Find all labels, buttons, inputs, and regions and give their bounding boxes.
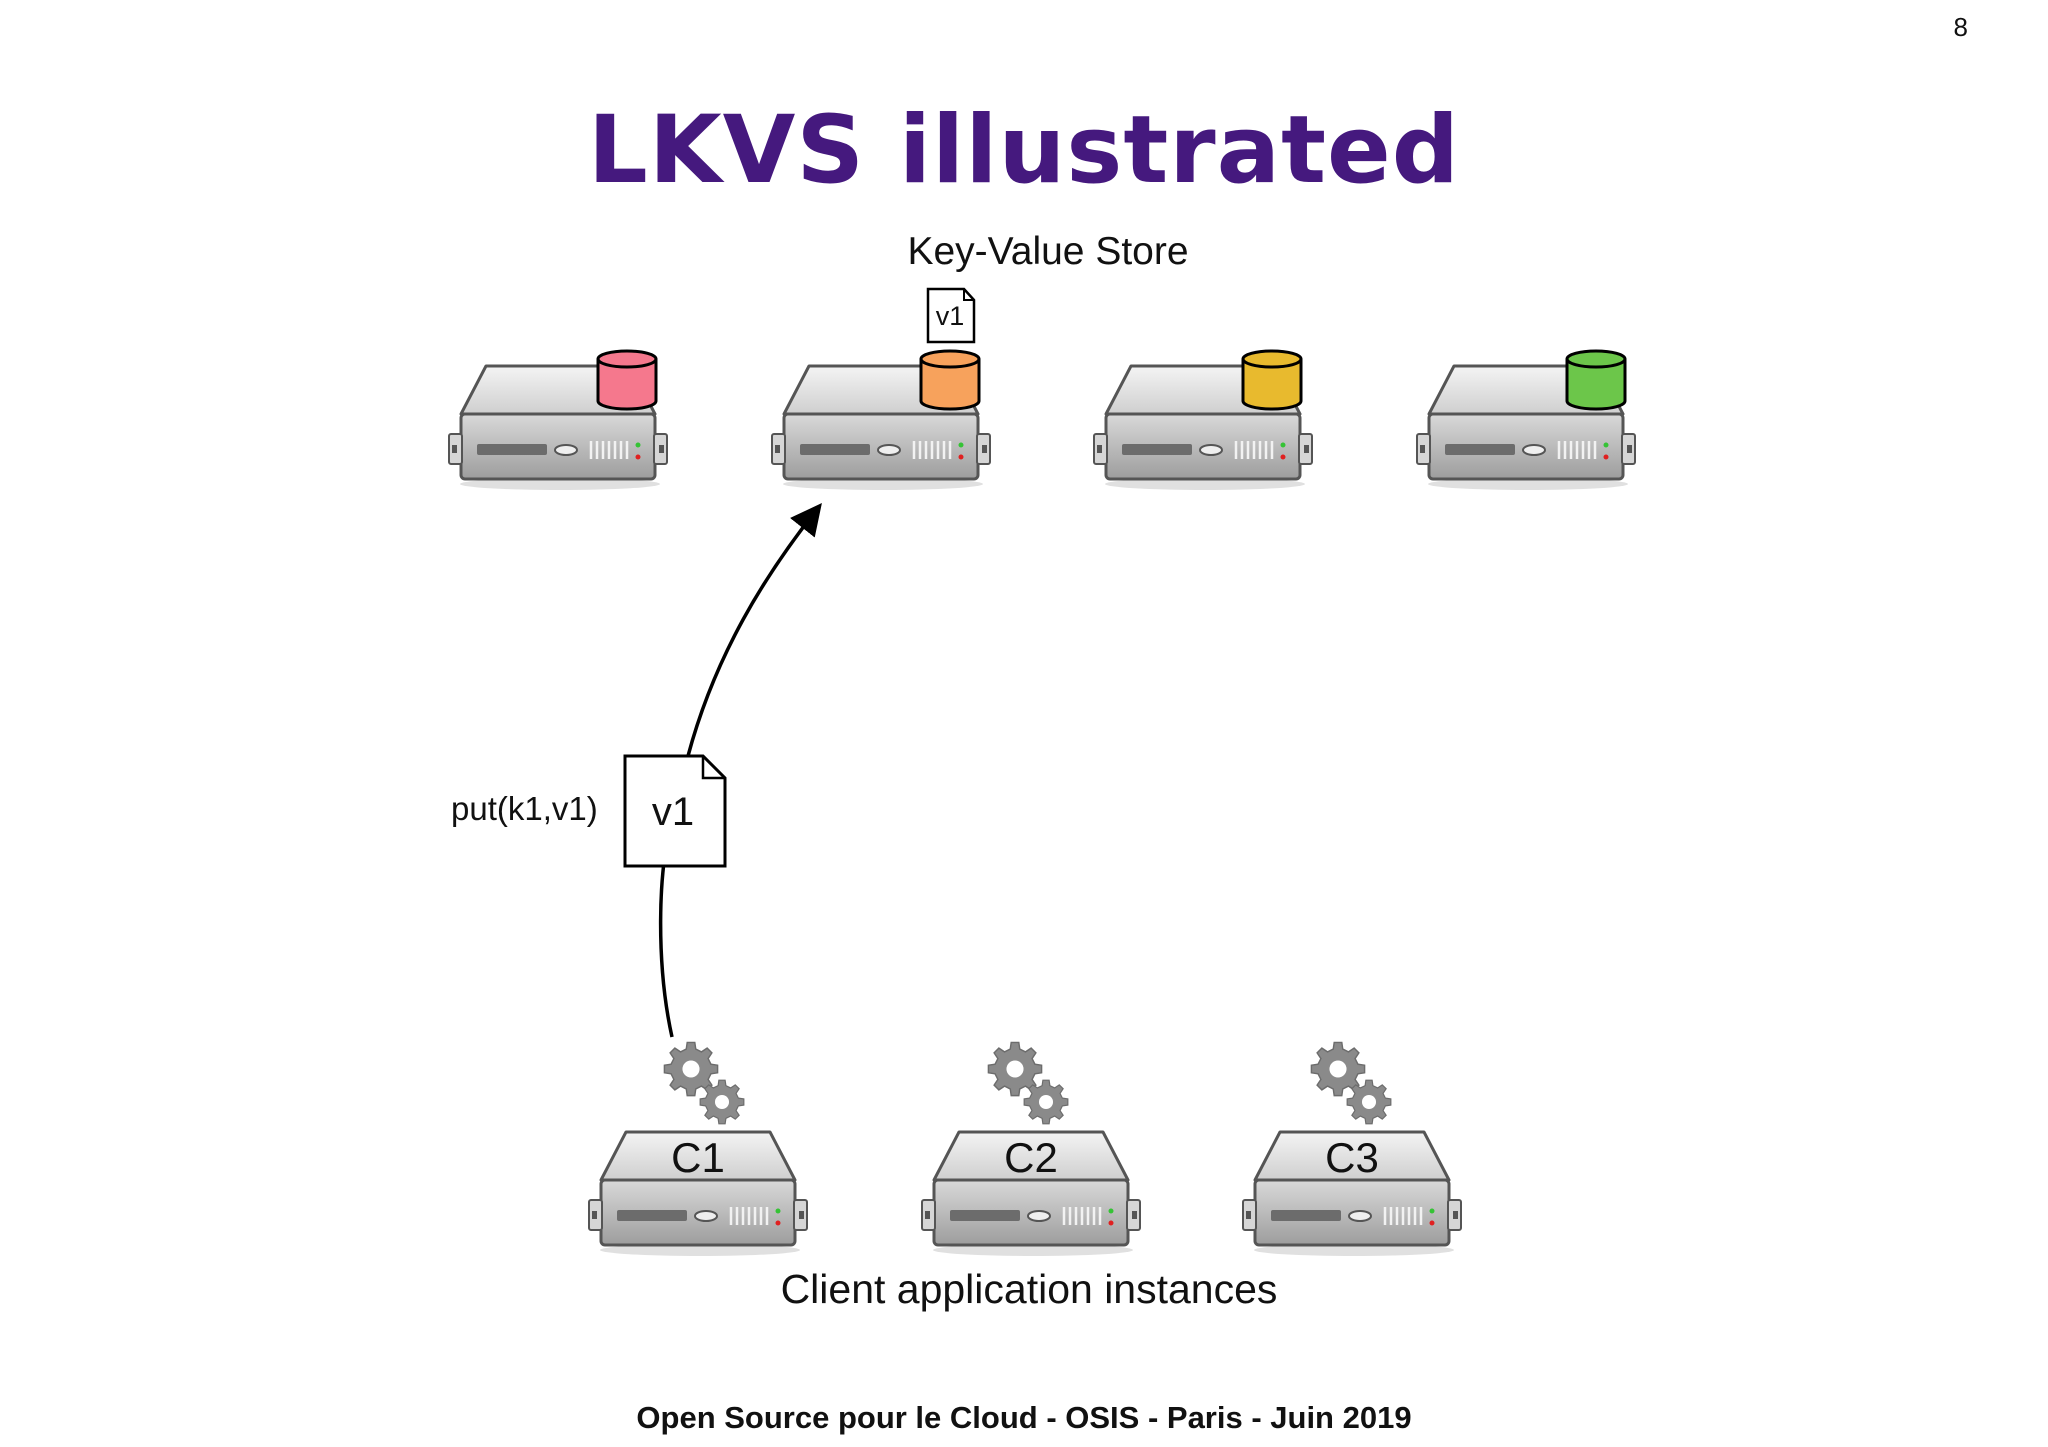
footer: Open Source pour le Cloud - OSIS - Paris…: [636, 1400, 1412, 1435]
request-value-label: v1: [652, 790, 694, 834]
client-3-gears-icon: [1310, 1041, 1392, 1125]
client-1-gears-icon: [663, 1041, 745, 1125]
client-node-1: C1: [587, 1130, 809, 1258]
store-node-2-database-icon: [919, 349, 981, 411]
client-3-label: C3: [1325, 1134, 1379, 1181]
stored-value-label: v1: [936, 301, 965, 331]
client-2-label: C2: [1004, 1134, 1058, 1181]
client-instances-label: Client application instances: [781, 1266, 1278, 1312]
put-operation-label: put(k1,v1): [451, 790, 598, 827]
request-value-document-icon: v1: [623, 754, 727, 868]
store-node-1-database-icon: [596, 349, 658, 411]
slide-title: LKVS illustrated: [587, 96, 1461, 205]
store-node-3-database-icon: [1241, 349, 1303, 411]
client-node-2: C2: [920, 1130, 1142, 1258]
stored-value-document-icon: v1: [926, 287, 976, 344]
client-2-gears-icon: [987, 1041, 1069, 1125]
client-node-3: C3: [1241, 1130, 1463, 1258]
page-number: 8: [1953, 12, 1968, 42]
key-value-store-label: Key-Value Store: [907, 230, 1188, 273]
client-1-label: C1: [671, 1134, 725, 1181]
store-node-4-database-icon: [1565, 349, 1627, 411]
